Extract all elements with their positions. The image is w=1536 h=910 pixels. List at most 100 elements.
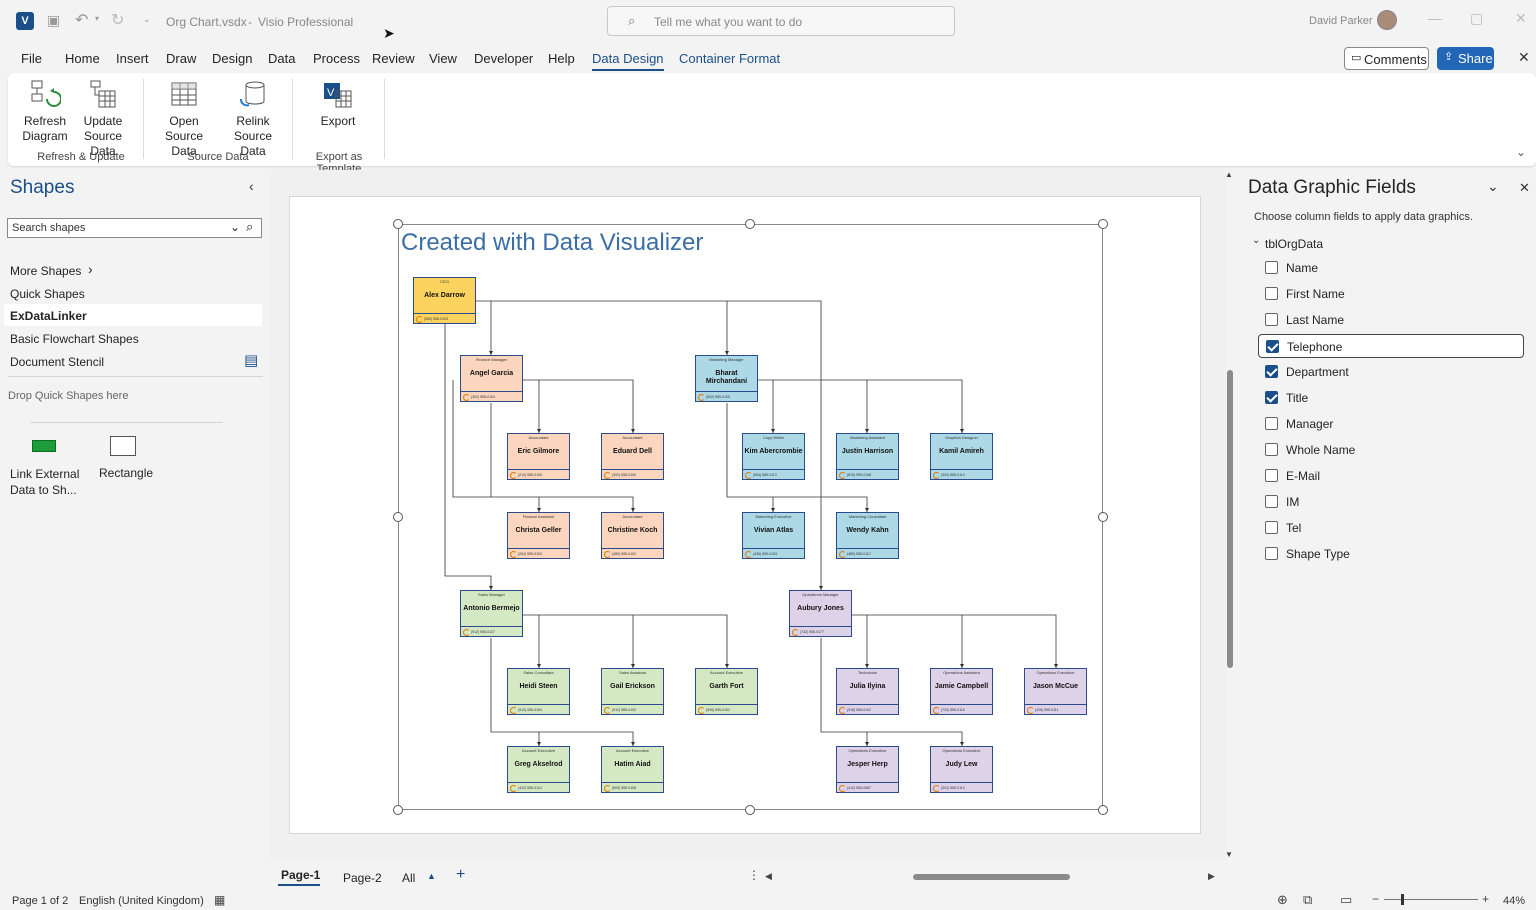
scroll-up-icon[interactable]: ▲ bbox=[1225, 170, 1233, 179]
resize-handle[interactable] bbox=[745, 219, 755, 229]
vertical-scroll-thumb[interactable] bbox=[1227, 370, 1233, 668]
user-name[interactable]: David Parker bbox=[1309, 15, 1373, 27]
page-info[interactable]: Page 1 of 2 bbox=[12, 895, 69, 907]
resize-handle[interactable] bbox=[393, 512, 403, 522]
horizontal-scroll-thumb[interactable] bbox=[913, 874, 1070, 880]
zoom-out-icon[interactable]: − bbox=[1372, 892, 1380, 906]
relink-source-data-button[interactable]: Relink Source Data bbox=[220, 79, 286, 159]
field-row[interactable]: E-Mail bbox=[1258, 464, 1524, 488]
avatar[interactable] bbox=[1377, 10, 1397, 30]
tab-help[interactable]: Help bbox=[548, 51, 575, 66]
resize-handle[interactable] bbox=[745, 805, 755, 815]
chevron-down-icon[interactable]: ⌄ bbox=[230, 220, 241, 234]
presentation-mode-icon[interactable]: ▭ bbox=[1340, 892, 1353, 907]
resize-handle[interactable] bbox=[393, 219, 403, 229]
fit-page-icon[interactable]: ⊕ bbox=[1277, 892, 1288, 907]
undo-icon[interactable]: ↶ bbox=[75, 12, 89, 29]
open-source-data-button[interactable]: Open Source Data bbox=[152, 79, 216, 159]
update-source-data-button[interactable]: Update Source Data bbox=[72, 79, 134, 159]
chevron-down-icon[interactable]: ⌄ bbox=[1252, 235, 1261, 246]
field-checkbox[interactable] bbox=[1265, 391, 1278, 404]
link-external-data-shape-icon[interactable] bbox=[32, 440, 56, 452]
maximize-icon[interactable]: ▢ bbox=[1470, 10, 1484, 26]
tab-process[interactable]: Process bbox=[313, 51, 360, 66]
customize-qat-icon[interactable]: ⌄ bbox=[143, 14, 151, 24]
stencil-exdatalinker[interactable]: ExDataLinker bbox=[10, 309, 87, 323]
field-checkbox[interactable] bbox=[1265, 287, 1278, 300]
stencil-basic-flowchart[interactable]: Basic Flowchart Shapes bbox=[10, 332, 139, 346]
field-checkbox[interactable] bbox=[1265, 365, 1278, 378]
field-checkbox[interactable] bbox=[1265, 495, 1278, 508]
chevron-right-icon[interactable]: › bbox=[88, 261, 93, 277]
field-row[interactable]: Last Name bbox=[1258, 308, 1524, 332]
zoom-slider-thumb[interactable] bbox=[1401, 894, 1404, 905]
redo-icon[interactable]: ↻ bbox=[111, 12, 125, 29]
table-node[interactable]: tblOrgData bbox=[1265, 237, 1324, 251]
close-window-icon[interactable]: ✕ bbox=[1515, 10, 1527, 26]
add-page-icon[interactable]: + bbox=[456, 866, 466, 883]
field-row[interactable]: Whole Name bbox=[1258, 438, 1524, 462]
zoom-in-icon[interactable]: + bbox=[1482, 892, 1490, 906]
field-row[interactable]: Manager bbox=[1258, 412, 1524, 436]
field-checkbox[interactable] bbox=[1265, 469, 1278, 482]
search-shapes-input[interactable]: Search shapes ⌄ ⌕ bbox=[7, 218, 262, 238]
stencil-save-icon[interactable]: ▤ bbox=[244, 352, 259, 369]
scroll-left-icon[interactable]: ◀ bbox=[765, 871, 772, 881]
scroll-down-icon[interactable]: ▼ bbox=[1225, 850, 1233, 859]
undo-dropdown-icon[interactable]: ▾ bbox=[95, 14, 100, 23]
resize-handle[interactable] bbox=[1098, 805, 1108, 815]
resize-handle[interactable] bbox=[393, 805, 403, 815]
field-checkbox[interactable] bbox=[1265, 417, 1278, 430]
search-icon[interactable]: ⌕ bbox=[246, 219, 254, 234]
share-button[interactable]: ⇪ Share bbox=[1437, 47, 1494, 70]
field-row[interactable]: Department bbox=[1258, 360, 1524, 384]
tab-home[interactable]: Home bbox=[65, 51, 100, 66]
field-checkbox[interactable] bbox=[1265, 547, 1278, 560]
field-row[interactable]: Telephone bbox=[1258, 334, 1524, 358]
refresh-diagram-button[interactable]: Refresh Diagram bbox=[20, 79, 70, 144]
tab-developer[interactable]: Developer bbox=[474, 51, 534, 66]
field-checkbox[interactable] bbox=[1266, 340, 1279, 353]
tab-all[interactable]: All bbox=[402, 871, 416, 885]
switch-windows-icon[interactable]: ⧉ bbox=[1303, 892, 1313, 907]
export-button[interactable]: V Export bbox=[313, 79, 363, 129]
field-row[interactable]: IM bbox=[1258, 490, 1524, 514]
tab-view[interactable]: View bbox=[429, 51, 457, 66]
tell-me-search[interactable]: ⌕ Tell me what you want to do bbox=[607, 6, 955, 36]
field-row[interactable]: Tel bbox=[1258, 516, 1524, 540]
resize-handle[interactable] bbox=[1098, 512, 1108, 522]
tab-page-1[interactable]: Page-1 bbox=[281, 868, 321, 882]
stencil-document[interactable]: Document Stencil bbox=[10, 355, 105, 369]
close-pane-icon[interactable]: ✕ bbox=[1519, 180, 1530, 195]
quick-shapes-item[interactable]: Quick Shapes bbox=[10, 287, 85, 301]
rectangle-shape-icon[interactable] bbox=[110, 436, 136, 456]
diagram-title[interactable]: Created with Data Visualizer bbox=[401, 229, 704, 256]
language[interactable]: English (United Kingdom) bbox=[79, 895, 204, 907]
tab-data[interactable]: Data bbox=[268, 51, 296, 66]
tab-data-design[interactable]: Data Design bbox=[592, 51, 664, 71]
more-shapes-item[interactable]: More Shapes bbox=[10, 264, 82, 278]
macro-record-icon[interactable]: ▦ bbox=[214, 893, 226, 907]
tab-review[interactable]: Review bbox=[372, 51, 415, 66]
vertical-scrollbar[interactable]: ▲ ▼ bbox=[1225, 170, 1234, 860]
tab-container-format[interactable]: Container Format bbox=[679, 51, 781, 66]
field-checkbox[interactable] bbox=[1265, 521, 1278, 534]
tab-design[interactable]: Design bbox=[212, 51, 253, 66]
pane-options-icon[interactable]: ⌄ bbox=[1487, 178, 1499, 194]
tab-insert[interactable]: Insert bbox=[116, 51, 149, 66]
field-row[interactable]: Name bbox=[1258, 256, 1524, 280]
